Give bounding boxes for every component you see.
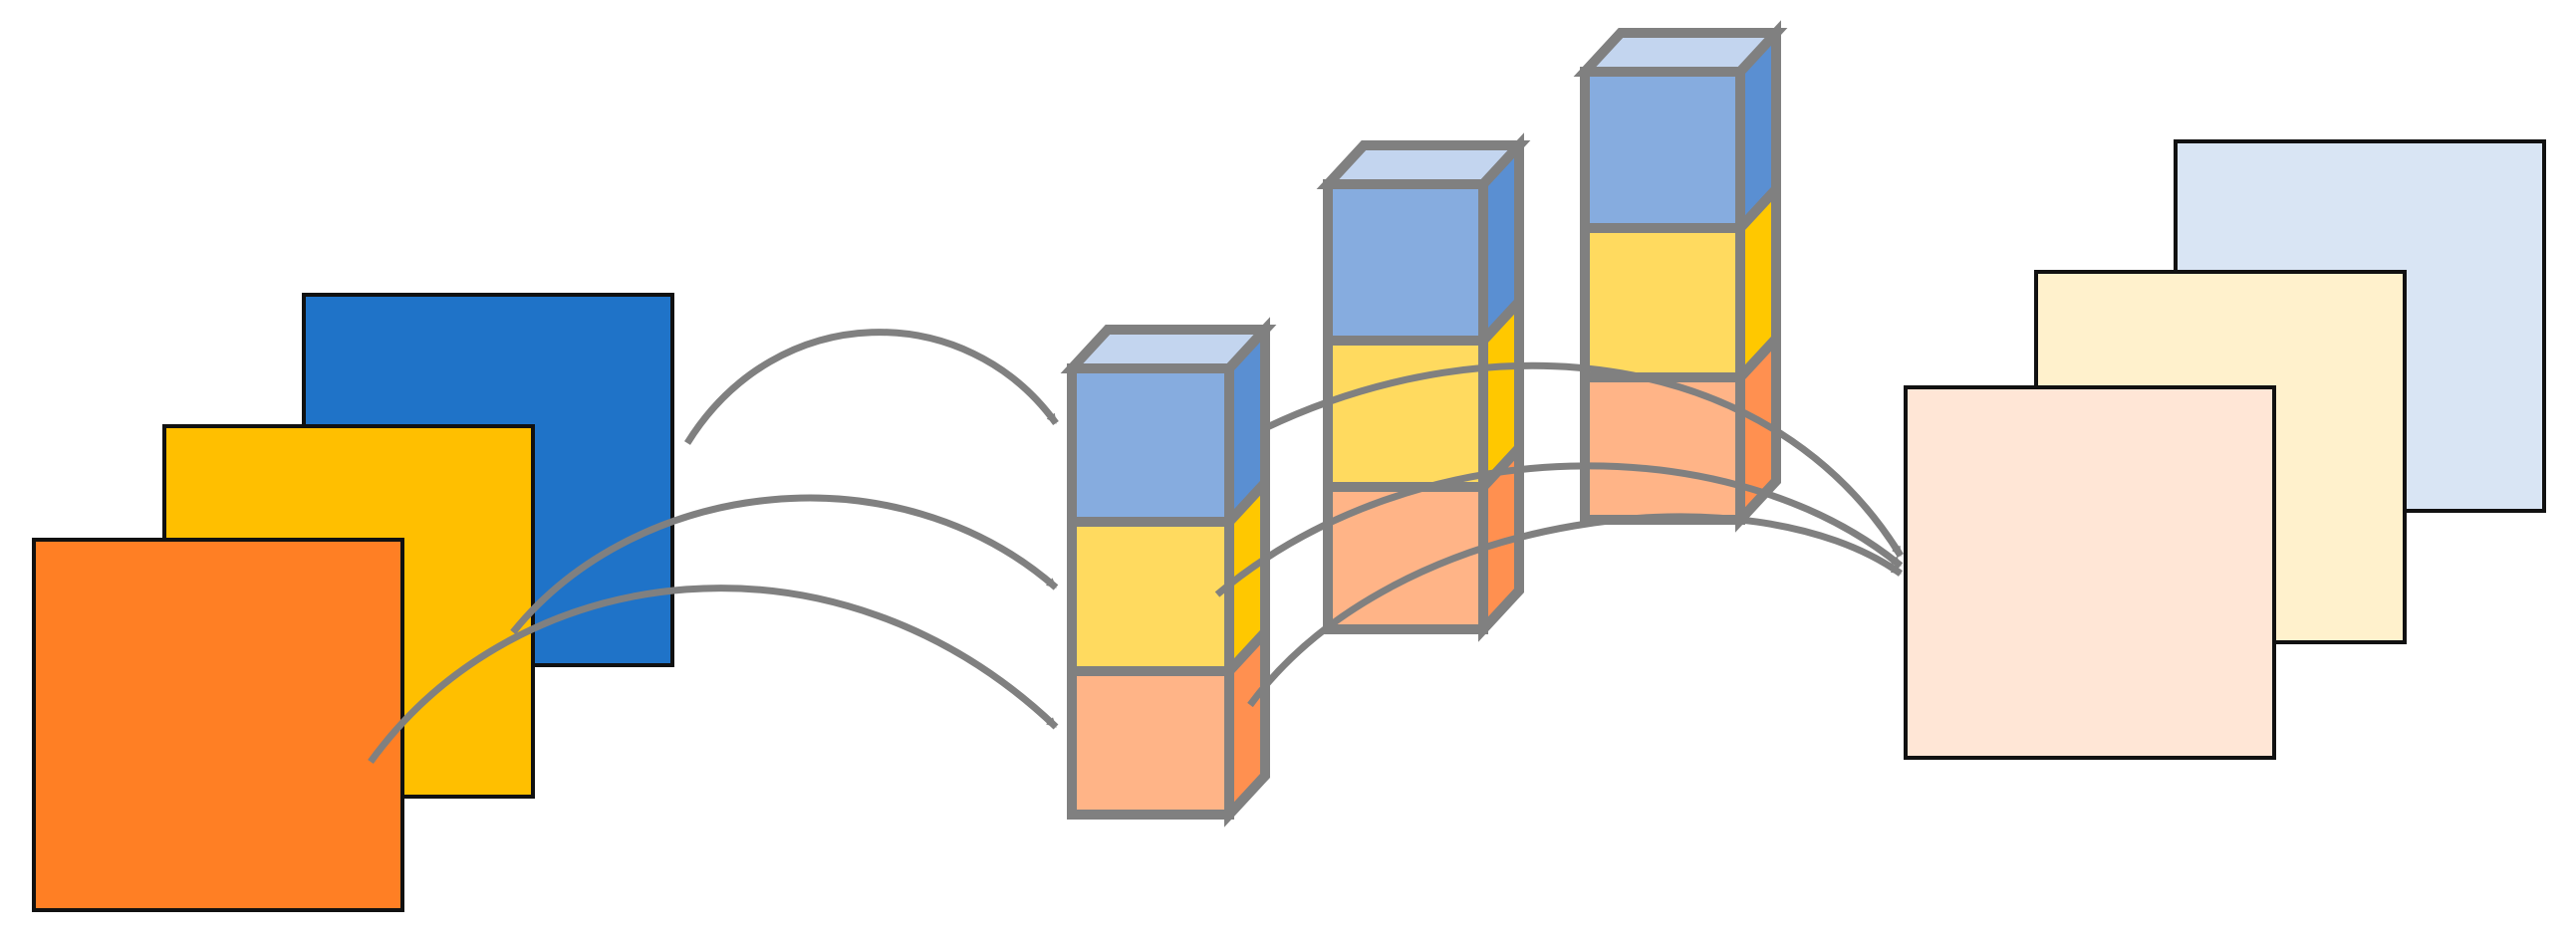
curved-arrow-icon xyxy=(684,329,1059,445)
curved-arrow-icon xyxy=(1263,361,1904,558)
feature-column-1 xyxy=(1060,317,1277,827)
column-1-orange-side xyxy=(1224,619,1270,827)
column-1-yellow-front xyxy=(1067,517,1234,676)
curved-arrow-icon xyxy=(368,585,1059,765)
column-3-yellow-front xyxy=(1580,223,1745,382)
input-feature-stack xyxy=(32,293,674,912)
column-2-orange-side xyxy=(1478,435,1524,642)
column-3-blue-front xyxy=(1580,67,1745,233)
column-2-blue-front xyxy=(1323,179,1488,346)
feature-column-3 xyxy=(1573,20,1788,533)
curved-arrow-icon xyxy=(1214,462,1904,597)
column-1-blue-front xyxy=(1067,363,1234,527)
output-feature-stack xyxy=(1904,139,2546,760)
feature-column-2 xyxy=(1316,132,1531,642)
column-2-yellow-front xyxy=(1323,336,1488,492)
column-3-orange-side xyxy=(1735,326,1781,533)
output-layer-orange xyxy=(1904,385,2276,760)
curved-arrow-icon xyxy=(510,494,1059,635)
column-1-orange-front xyxy=(1067,666,1234,820)
input-layer-orange xyxy=(32,538,404,912)
column-to-output-arrows xyxy=(1214,361,1904,708)
input-to-column-arrows xyxy=(368,329,1059,765)
curved-arrow-icon xyxy=(1247,513,1904,708)
